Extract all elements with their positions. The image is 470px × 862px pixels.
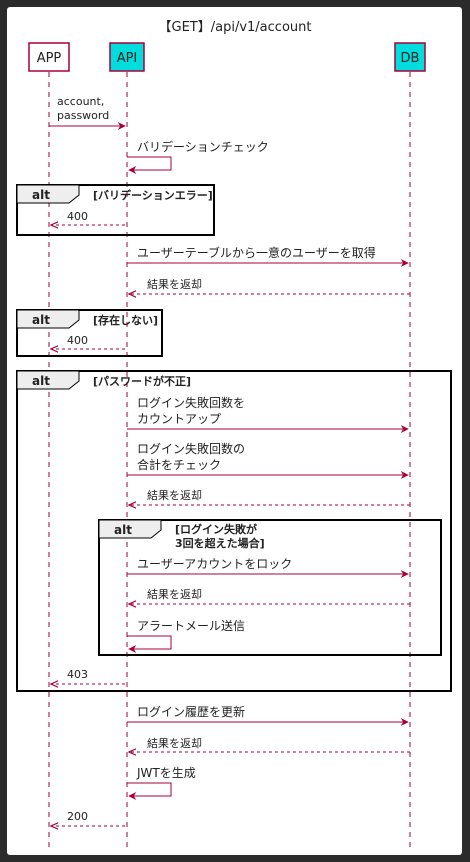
response-400-second: 400: [67, 334, 88, 347]
response-200: 200: [67, 810, 88, 823]
self-arrow-validation: [127, 156, 172, 174]
participant-db-label: DB: [401, 51, 420, 66]
sequence-diagram: 【GET】/api/v1/account APP API DB account,…: [16, 20, 452, 847]
alt1-keyword: alt: [32, 188, 50, 202]
alt3-condition: [パスワードが不正]: [93, 374, 191, 388]
diagram-frame: 【GET】/api/v1/account APP API DB account,…: [7, 7, 462, 855]
alt-fragment-validation-error: alt [バリデーションエラー]: [16, 184, 215, 236]
message-validation: バリデーションチェック: [137, 139, 269, 154]
self-arrow-generate-jwt: [127, 782, 172, 800]
self-arrow-alert-mail: [127, 635, 172, 653]
alt-fragment-login-failure-exceeded: alt [ログイン失敗が 3回を超えた場合]: [98, 519, 442, 656]
message-count-up-line2: カウントアップ: [137, 412, 221, 426]
message-alert-mail: アラートメール送信: [137, 618, 245, 633]
message-check-total-line1: ログイン失敗回数の: [137, 441, 245, 456]
message-generate-jwt: JWTを生成: [136, 766, 196, 780]
alt4-keyword: alt: [114, 523, 132, 537]
message-count-up-line1: ログイン失敗回数を: [137, 395, 245, 410]
alt2-keyword: alt: [32, 313, 50, 327]
alt3-keyword: alt: [32, 374, 50, 388]
response-400-first: 400: [67, 210, 88, 223]
alt2-condition: [存在しない]: [93, 313, 158, 327]
message-account-line2: password: [57, 109, 109, 122]
message-result-1: 結果を返却: [147, 277, 202, 291]
alt1-condition: [バリデーションエラー]: [93, 188, 213, 202]
participant-db: DB: [394, 42, 426, 72]
message-result-4: 結果を返却: [147, 736, 202, 750]
message-check-total-line2: 合計をチェック: [137, 457, 221, 472]
message-account-line1: account,: [57, 95, 104, 108]
participant-api-label: API: [117, 51, 138, 66]
participant-app: APP: [28, 42, 70, 72]
message-result-3: 結果を返却: [147, 587, 202, 601]
message-result-2: 結果を返却: [147, 488, 202, 502]
participant-app-label: APP: [37, 51, 62, 66]
response-403: 403: [67, 668, 88, 681]
alt-fragment-invalid-password: alt [パスワードが不正]: [16, 370, 452, 692]
alt-fragment-not-exist: alt [存在しない]: [16, 309, 163, 357]
message-update-login-history: ログイン履歴を更新: [137, 704, 245, 719]
alt4-condition-line2: 3回を超えた場合]: [175, 536, 265, 550]
message-lock-account: ユーザーアカウントをロック: [137, 557, 292, 571]
participant-api: API: [109, 42, 145, 72]
message-fetch-user: ユーザーテーブルから一意のユーザーを取得: [137, 245, 376, 260]
diagram-title: 【GET】/api/v1/account: [159, 20, 312, 35]
alt4-condition-line1: [ログイン失敗が: [175, 522, 257, 536]
